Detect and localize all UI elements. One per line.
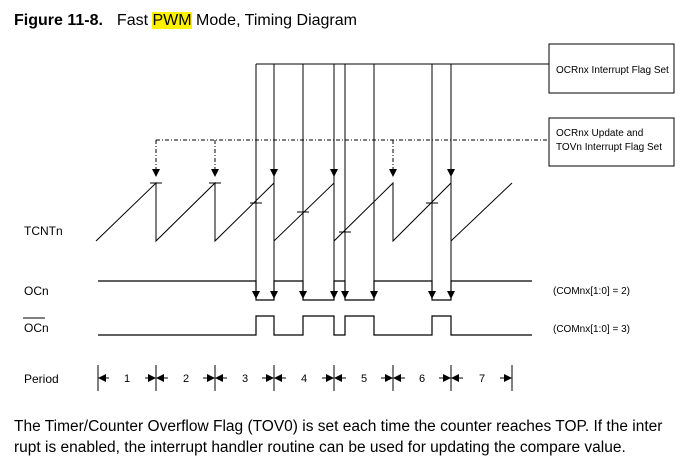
tcnt-label: TCNTn <box>24 224 63 238</box>
period-label: Period <box>24 372 59 386</box>
caption: The Timer/Counter Overflow Flag (TOV0) i… <box>14 416 690 458</box>
compare-level-ticks <box>150 182 438 233</box>
update-callout-box <box>548 117 675 167</box>
figure-title-before: Fast <box>116 12 153 29</box>
caption-line-1: The Timer/Counter Overflow Flag (TOV0) i… <box>14 418 663 435</box>
update-lines <box>152 139 549 177</box>
figure-number: Figure 11-8. <box>14 12 103 29</box>
period-number: 4 <box>301 373 307 385</box>
period-numbers: 1 2 3 4 5 6 7 <box>124 373 485 385</box>
oc-inv-waveform <box>98 315 532 336</box>
timing-diagram: OCRnx Interrupt Flag Set OCRnx Update an… <box>23 43 675 391</box>
update-callout-line1: OCRnx Update and <box>556 128 643 139</box>
caption-line-2: rupt is enabled, the interrupt handler r… <box>14 439 626 456</box>
ocr-flag-callout-box <box>548 43 675 94</box>
oc-inv-label: OCn <box>24 321 49 335</box>
period-number: 6 <box>419 373 425 385</box>
oc-waveform <box>98 280 532 301</box>
period-number: 5 <box>361 373 367 385</box>
ocr-flag-callout-text: OCRnx Interrupt Flag Set <box>556 65 669 76</box>
period-number: 1 <box>124 373 130 385</box>
oc-mode-label: (COMnx[1:0] = 2) <box>553 286 630 297</box>
oc-label: OCn <box>24 284 49 298</box>
period-number: 7 <box>479 373 485 385</box>
figure-title-after: Mode, Timing Diagram <box>191 12 357 29</box>
period-number: 3 <box>242 373 248 385</box>
update-callout-line2: TOVn Interrupt Flag Set <box>556 142 662 153</box>
period-number: 2 <box>183 373 189 385</box>
compare-match-lines <box>252 63 549 299</box>
figure-title-highlight: PWM <box>152 12 192 29</box>
figure-title: Figure 11-8. Fast PWM Mode, Timing Diagra… <box>14 12 357 30</box>
oc-inv-mode-label: (COMnx[1:0] = 3) <box>553 324 630 335</box>
